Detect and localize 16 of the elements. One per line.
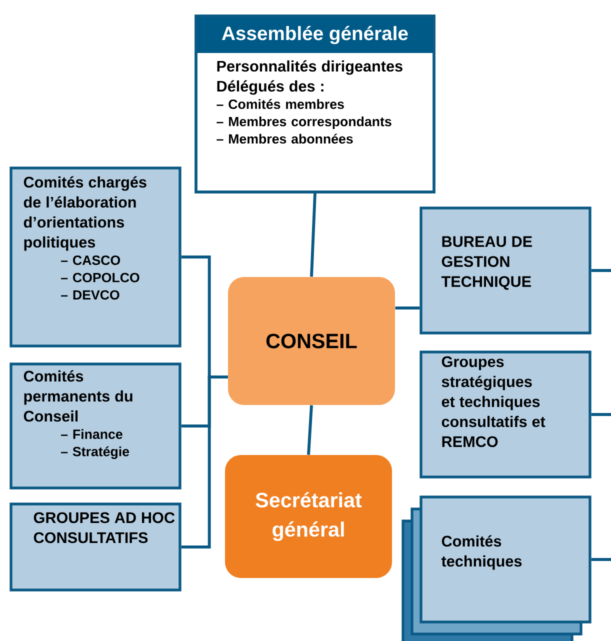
connector-line (181, 376, 228, 548)
connector-line (591, 558, 611, 561)
committee-box: BUREAU DE GESTION TECHNIQUE (420, 206, 592, 334)
stacked-committee-box: Comités techniques (402, 496, 592, 641)
secretariat-box: Secrétariat général (225, 455, 392, 578)
connector-line (307, 405, 313, 455)
assembly-box: Assemblée générale Personnalités dirigeantes Délégués des : – Comités membres – Membres correspondants – Membres abonnées (194, 14, 436, 194)
connector-line (395, 306, 420, 310)
committee-box: Comités chargés de l’élaboration d’orientations politiques – CASCO – COPOLCO – DEVCO (10, 166, 182, 348)
connector-line (591, 269, 611, 272)
committee-box: GROUPES AD HOC CONSULTATIFS (10, 502, 182, 592)
connector-line (591, 413, 611, 416)
connector-line (310, 193, 316, 277)
committee-box: Comités permanents du Conseil – Finance – Stratégie (10, 362, 182, 490)
committee-box: Groupes stratégiques et techniques consultatifs et REMCO (420, 350, 592, 478)
council-box: CONSEIL (228, 277, 395, 405)
